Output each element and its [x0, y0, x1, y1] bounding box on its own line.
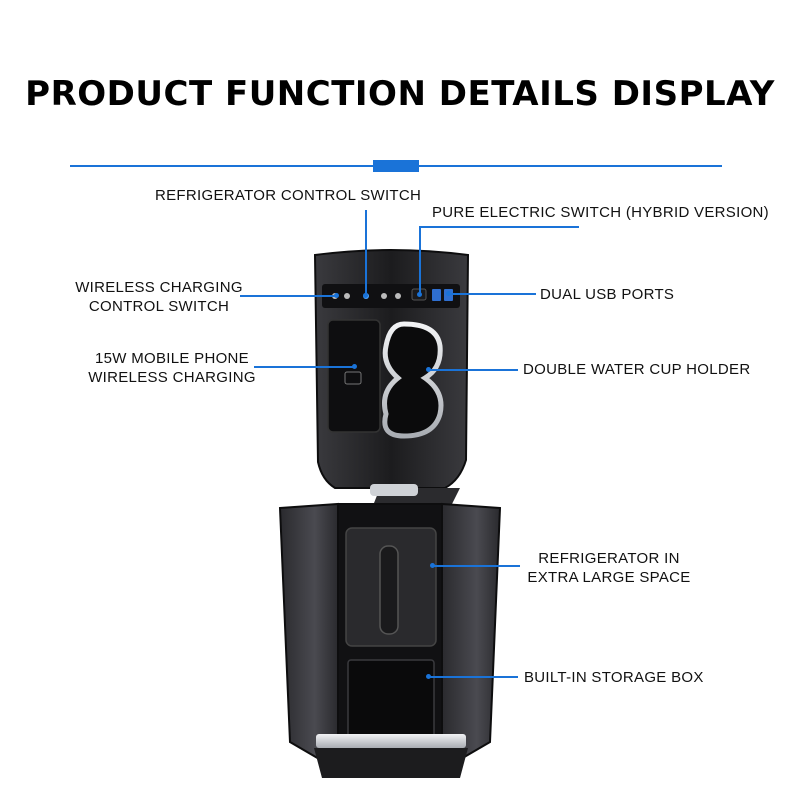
label-refrigerator-extra-large-space: REFRIGERATOR IN EXTRA LARGE SPACE: [522, 549, 696, 587]
callout-dot-fridge-switch: [363, 293, 368, 298]
callout-line-cup-holder: [428, 369, 518, 371]
lid-panel: [313, 249, 470, 508]
label-line: WIRELESS CHARGING: [75, 279, 243, 296]
label-line: EXTRA LARGE SPACE: [527, 569, 691, 586]
lower-cabinet: [278, 502, 502, 778]
callout-line-fridge-space: [432, 565, 520, 567]
label-line: CONTROL SWITCH: [88, 298, 230, 315]
callout-dot-pure-electric: [417, 292, 422, 297]
label-line: WIRELESS CHARGING: [88, 369, 256, 386]
callout-line-pure-electric-v: [419, 226, 421, 294]
callout-line-wireless-switch: [240, 295, 337, 297]
callout-line-storage-box: [428, 676, 518, 678]
label-dual-usb-ports: DUAL USB PORTS: [540, 286, 675, 303]
callout-line-usb: [448, 293, 536, 295]
label-line: 15W MOBILE PHONE: [94, 350, 249, 367]
callout-dot-usb: [446, 291, 451, 296]
label-line: REFRIGERATOR IN: [538, 550, 680, 567]
page-title: PRODUCT FUNCTION DETAILS DISPLAY: [25, 74, 775, 114]
callout-line-pure-electric-h: [419, 226, 579, 228]
callout-dot-wireless-15w: [352, 364, 357, 369]
callout-dot-wireless-switch: [334, 293, 339, 298]
label-pure-electric-switch: PURE ELECTRIC SWITCH (HYBRID VERSION): [432, 204, 769, 221]
callout-line-wireless-15w: [254, 366, 354, 368]
callout-dot-cup-holder: [426, 367, 431, 372]
label-15w-wireless-charging: 15W MOBILE PHONE WIRELESS CHARGING: [86, 349, 258, 387]
label-double-water-cup-holder: DOUBLE WATER CUP HOLDER: [523, 361, 751, 378]
label-built-in-storage-box: BUILT-IN STORAGE BOX: [524, 669, 704, 686]
label-refrigerator-control-switch: REFRIGERATOR CONTROL SWITCH: [155, 187, 422, 204]
callout-dot-fridge-space: [430, 563, 435, 568]
label-wireless-charging-control-switch: WIRELESS CHARGING CONTROL SWITCH: [70, 278, 248, 316]
title-divider-accent: [373, 160, 419, 172]
callout-line-fridge-switch-v: [365, 210, 367, 294]
callout-dot-storage-box: [426, 674, 431, 679]
